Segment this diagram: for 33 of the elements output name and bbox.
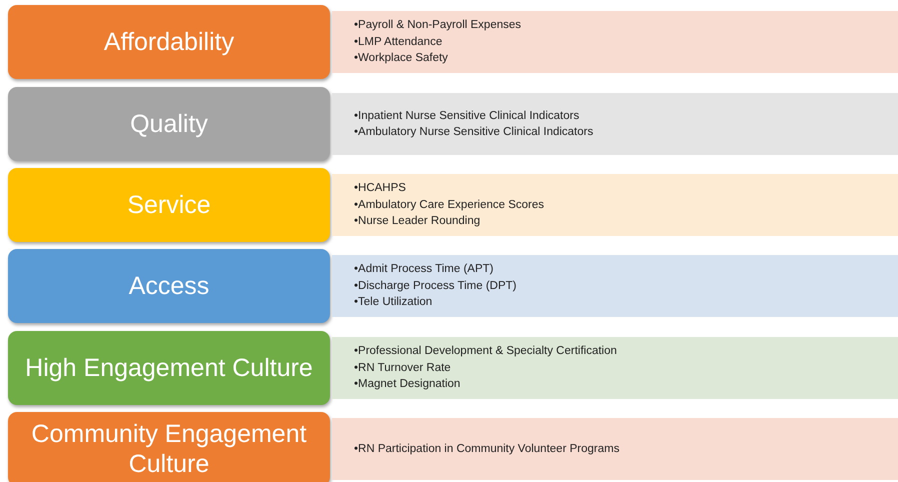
metrics-panel xyxy=(332,174,898,236)
metrics-panel xyxy=(332,11,898,73)
metrics-panel xyxy=(332,93,898,155)
bullet-item: •Admit Process Time (APT) xyxy=(354,262,494,278)
bullet-item: •Inpatient Nurse Sensitive Clinical Indicators xyxy=(354,108,580,124)
bullet-item: •Nurse Leader Rounding xyxy=(354,214,480,230)
category-box xyxy=(8,168,330,242)
bullet-item: •RN Turnover Rate xyxy=(354,360,451,376)
bullet-item: •Payroll & Non-Payroll Expenses xyxy=(354,18,522,34)
category-title: Community Engagement Culture xyxy=(30,419,308,479)
metrics-panel xyxy=(332,337,898,399)
category-box xyxy=(8,412,330,482)
bullet-item: •Magnet Designation xyxy=(354,377,460,392)
metrics-panel xyxy=(332,255,898,317)
bullet-item: •Ambulatory Nurse Sensitive Clinical Indicators xyxy=(354,125,594,140)
bullet-item: •RN Participation in Community Volunteer Programs xyxy=(354,442,620,457)
bullet-item: •HCAHPS xyxy=(354,181,406,196)
category-box xyxy=(8,331,330,405)
bullet-item: •Ambulatory Care Experience Scores xyxy=(354,198,544,213)
metrics-panel xyxy=(332,418,898,480)
category-box xyxy=(8,5,330,79)
category-title: Affordability xyxy=(104,27,234,57)
bullet-item: •Professional Development & Specialty Certification xyxy=(354,344,617,360)
category-title: High Engagement Culture xyxy=(25,353,313,383)
bullet-item: •Workplace Safety xyxy=(354,51,448,66)
category-box xyxy=(8,249,330,323)
category-title: Access xyxy=(128,271,210,301)
category-title: Service xyxy=(127,190,211,220)
bullet-item: •Discharge Process Time (DPT) xyxy=(354,278,517,294)
category-title: Quality xyxy=(130,109,208,139)
bullet-item: •LMP Attendance xyxy=(354,34,442,50)
category-box xyxy=(8,87,330,161)
bullet-item: •Tele Utilization xyxy=(354,295,432,310)
